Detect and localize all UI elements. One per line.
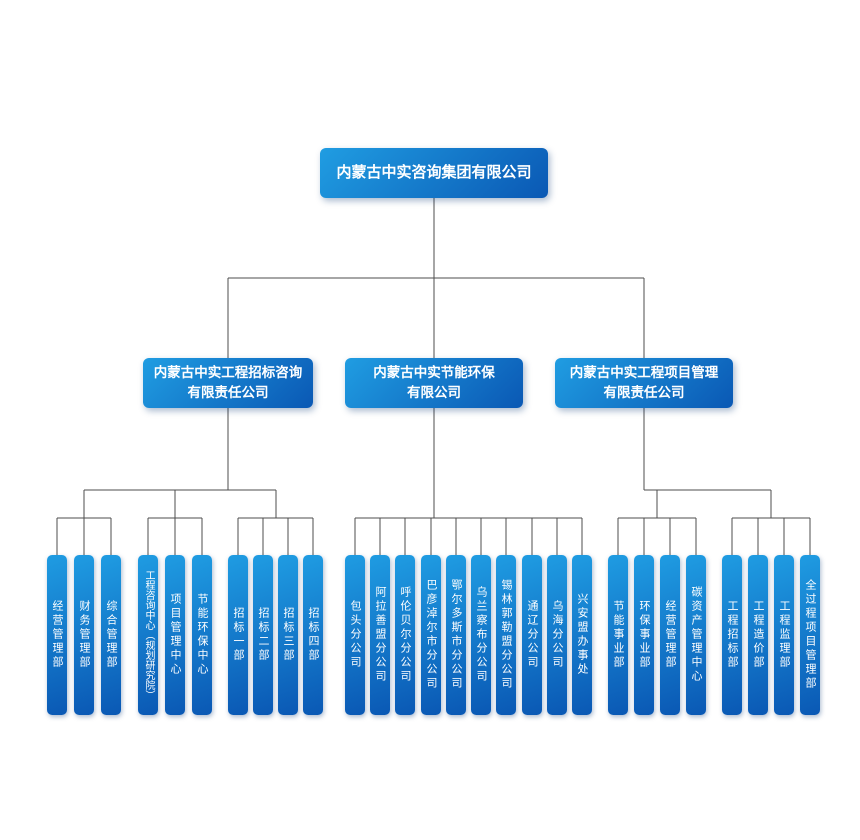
branch-box: 通辽分公司 — [522, 555, 542, 715]
dept-box: 工程造价部 — [748, 555, 768, 715]
org-node-bidding-consulting-co: 内蒙古中实工程招标咨询 有限责任公司 — [143, 358, 313, 408]
branch-box: 阿拉善盟分公司 — [370, 555, 390, 715]
branch-box: 鄂尔多斯市分公司 — [446, 555, 466, 715]
dept-box: 招标三部 — [278, 555, 298, 715]
branch-box: 兴安盟办事处 — [572, 555, 592, 715]
org-node-energy-environment-co: 内蒙古中实节能环保 有限公司 — [345, 358, 523, 408]
dept-box: 工程招标部 — [722, 555, 742, 715]
branch-box: 乌海分公司 — [547, 555, 567, 715]
dept-box: 节能事业部 — [608, 555, 628, 715]
branch-box: 巴彦淖尔市分公司 — [421, 555, 441, 715]
branch-box: 乌兰察布分公司 — [471, 555, 491, 715]
dept-box: 碳资产管理中心 — [686, 555, 706, 715]
dept-box: 经营管理部 — [47, 555, 67, 715]
dept-box: 招标一部 — [228, 555, 248, 715]
dept-box: 项目管理中心 — [165, 555, 185, 715]
branch-box: 包头分公司 — [345, 555, 365, 715]
dept-box: 全过程项目管理部 — [800, 555, 820, 715]
branch-box: 呼伦贝尔分公司 — [395, 555, 415, 715]
dept-box: 节能环保中心 — [192, 555, 212, 715]
dept-box: 工程监理部 — [774, 555, 794, 715]
dept-box: 招标二部 — [253, 555, 273, 715]
dept-box: 招标四部 — [303, 555, 323, 715]
dept-box: 环保事业部 — [634, 555, 654, 715]
dept-box: 工程咨询中心（规划研究院） — [138, 555, 158, 715]
dept-box: 经营管理部 — [660, 555, 680, 715]
branch-box: 锡林郭勒盟分公司 — [496, 555, 516, 715]
dept-box: 综合管理部 — [101, 555, 121, 715]
org-node-project-management-co: 内蒙古中实工程项目管理 有限责任公司 — [555, 358, 733, 408]
org-node-group-hq: 内蒙古中实咨询集团有限公司 — [320, 148, 548, 198]
dept-box: 财务管理部 — [74, 555, 94, 715]
